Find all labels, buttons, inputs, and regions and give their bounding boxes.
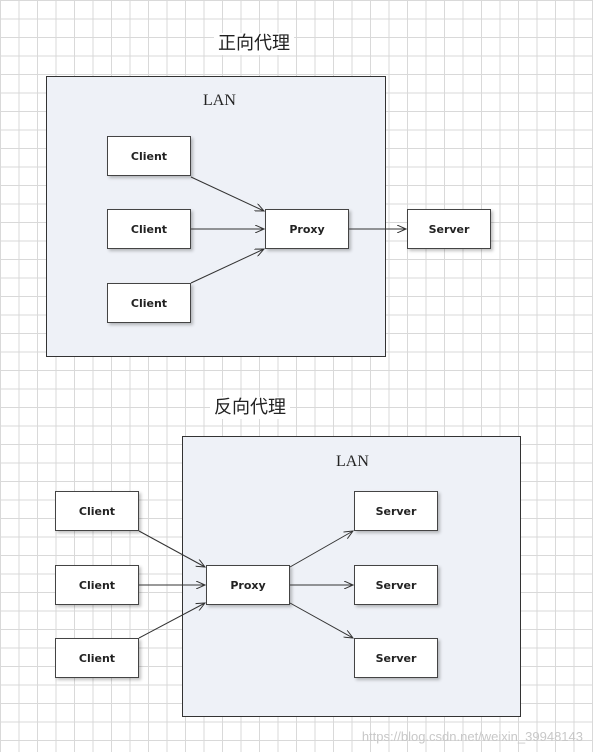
reverse-arrow-client1-proxy bbox=[138, 530, 205, 567]
forward-proxy-node: Proxy bbox=[265, 209, 349, 249]
forward-arrow-client1-proxy bbox=[190, 176, 264, 211]
reverse-arrow-proxy-server3 bbox=[289, 602, 353, 638]
reverse-client-node-3: Client bbox=[55, 638, 139, 678]
reverse-proxy-title: 反向代理 bbox=[210, 397, 290, 419]
forward-client-node-3: Client bbox=[107, 283, 191, 323]
reverse-arrow-client3-proxy bbox=[138, 603, 205, 639]
reverse-server-node-3: Server bbox=[354, 638, 438, 678]
reverse-arrow-proxy-server1 bbox=[289, 531, 353, 568]
reverse-server-node-1: Server bbox=[354, 491, 438, 531]
forward-lan-label: LAN bbox=[203, 92, 236, 109]
forward-server-node: Server bbox=[407, 209, 491, 249]
reverse-proxy-node: Proxy bbox=[206, 565, 290, 605]
forward-proxy-title: 正向代理 bbox=[214, 33, 294, 55]
forward-arrow-client3-proxy bbox=[190, 249, 264, 284]
forward-client-node-2: Client bbox=[107, 209, 191, 249]
forward-client-node-1: Client bbox=[107, 136, 191, 176]
watermark-url: https://blog.csdn.net/weixin_39948143 bbox=[361, 729, 583, 744]
reverse-client-node-1: Client bbox=[55, 491, 139, 531]
reverse-client-node-2: Client bbox=[55, 565, 139, 605]
reverse-server-node-2: Server bbox=[354, 565, 438, 605]
reverse-lan-label: LAN bbox=[336, 453, 369, 470]
